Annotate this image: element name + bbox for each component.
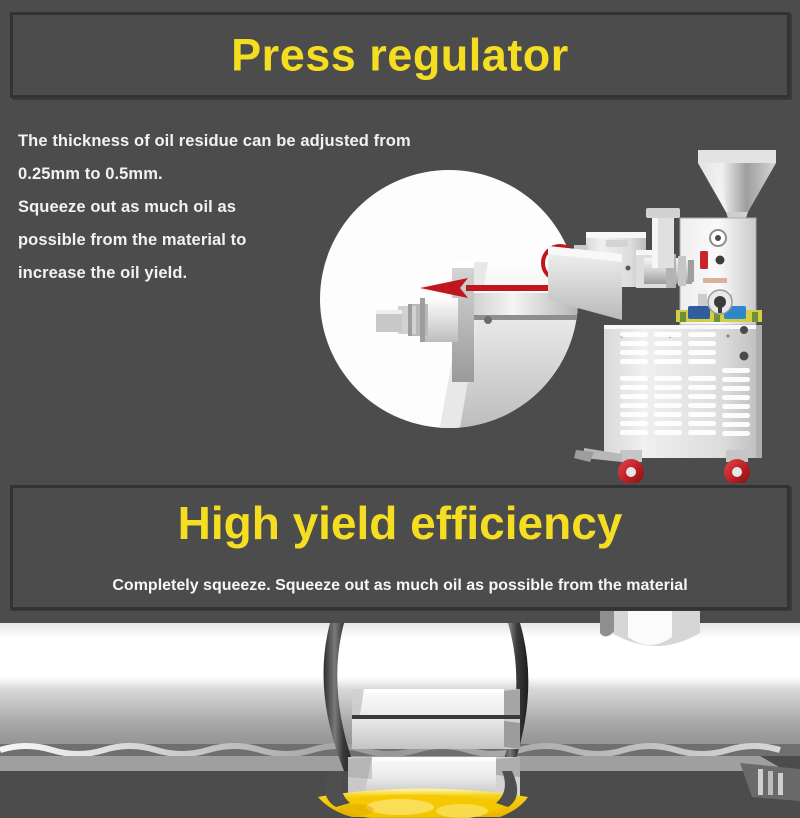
push-button-icon — [715, 255, 725, 265]
ring-foot-left — [325, 771, 350, 807]
regulator-nut-detail-illustration — [376, 262, 578, 428]
oil-press-machine-illustration — [548, 150, 776, 483]
page-title: Press regulator — [231, 29, 569, 81]
discharge-chute — [600, 611, 700, 646]
section-title: High yield efficiency — [177, 497, 623, 549]
press-regulator-section: Press regulator The thickness of oil res… — [10, 12, 790, 483]
high-yield-section: High yield efficiency Completely squeeze… — [0, 483, 800, 818]
machine-cabinet — [604, 289, 762, 458]
description-line: Squeeze out as much oil as — [18, 198, 237, 216]
high-yield-title-box: High yield efficiency Completely squeeze… — [10, 485, 790, 610]
auger-screw-slit — [0, 743, 800, 757]
description-line: 0.25mm to 0.5mm. — [18, 165, 163, 183]
machine-hopper — [698, 150, 776, 224]
barrel-oil-outlet-illustration — [0, 611, 800, 818]
machine-terminal-strip — [676, 306, 762, 322]
red-arrow-icon — [420, 278, 578, 298]
oil-stream — [318, 788, 528, 818]
description-line: possible from the material to — [18, 231, 247, 249]
machine-support-column — [646, 208, 680, 268]
press-barrel-scene — [0, 611, 800, 818]
magnifier-detail-circle — [320, 170, 578, 428]
power-switch-icon — [700, 251, 708, 269]
section-subtitle: Completely squeeze. Squeeze out as much … — [112, 577, 688, 594]
upper-outlet-window — [352, 689, 520, 749]
description-line: increase the oil yield. — [18, 264, 188, 282]
press-regulator-description: The thickness of oil residue can be adju… — [18, 125, 488, 290]
machine-caster-wheels — [574, 448, 750, 483]
press-regulator-title-box: Press regulator — [10, 12, 790, 98]
ring-foot-right — [496, 771, 518, 807]
machine-residue-chute — [548, 240, 631, 320]
barrel-collar-rings — [323, 623, 529, 771]
ventilation-louvers — [620, 332, 750, 436]
description-line: The thickness of oil residue can be adju… — [18, 132, 411, 150]
right-bracket — [740, 763, 800, 801]
